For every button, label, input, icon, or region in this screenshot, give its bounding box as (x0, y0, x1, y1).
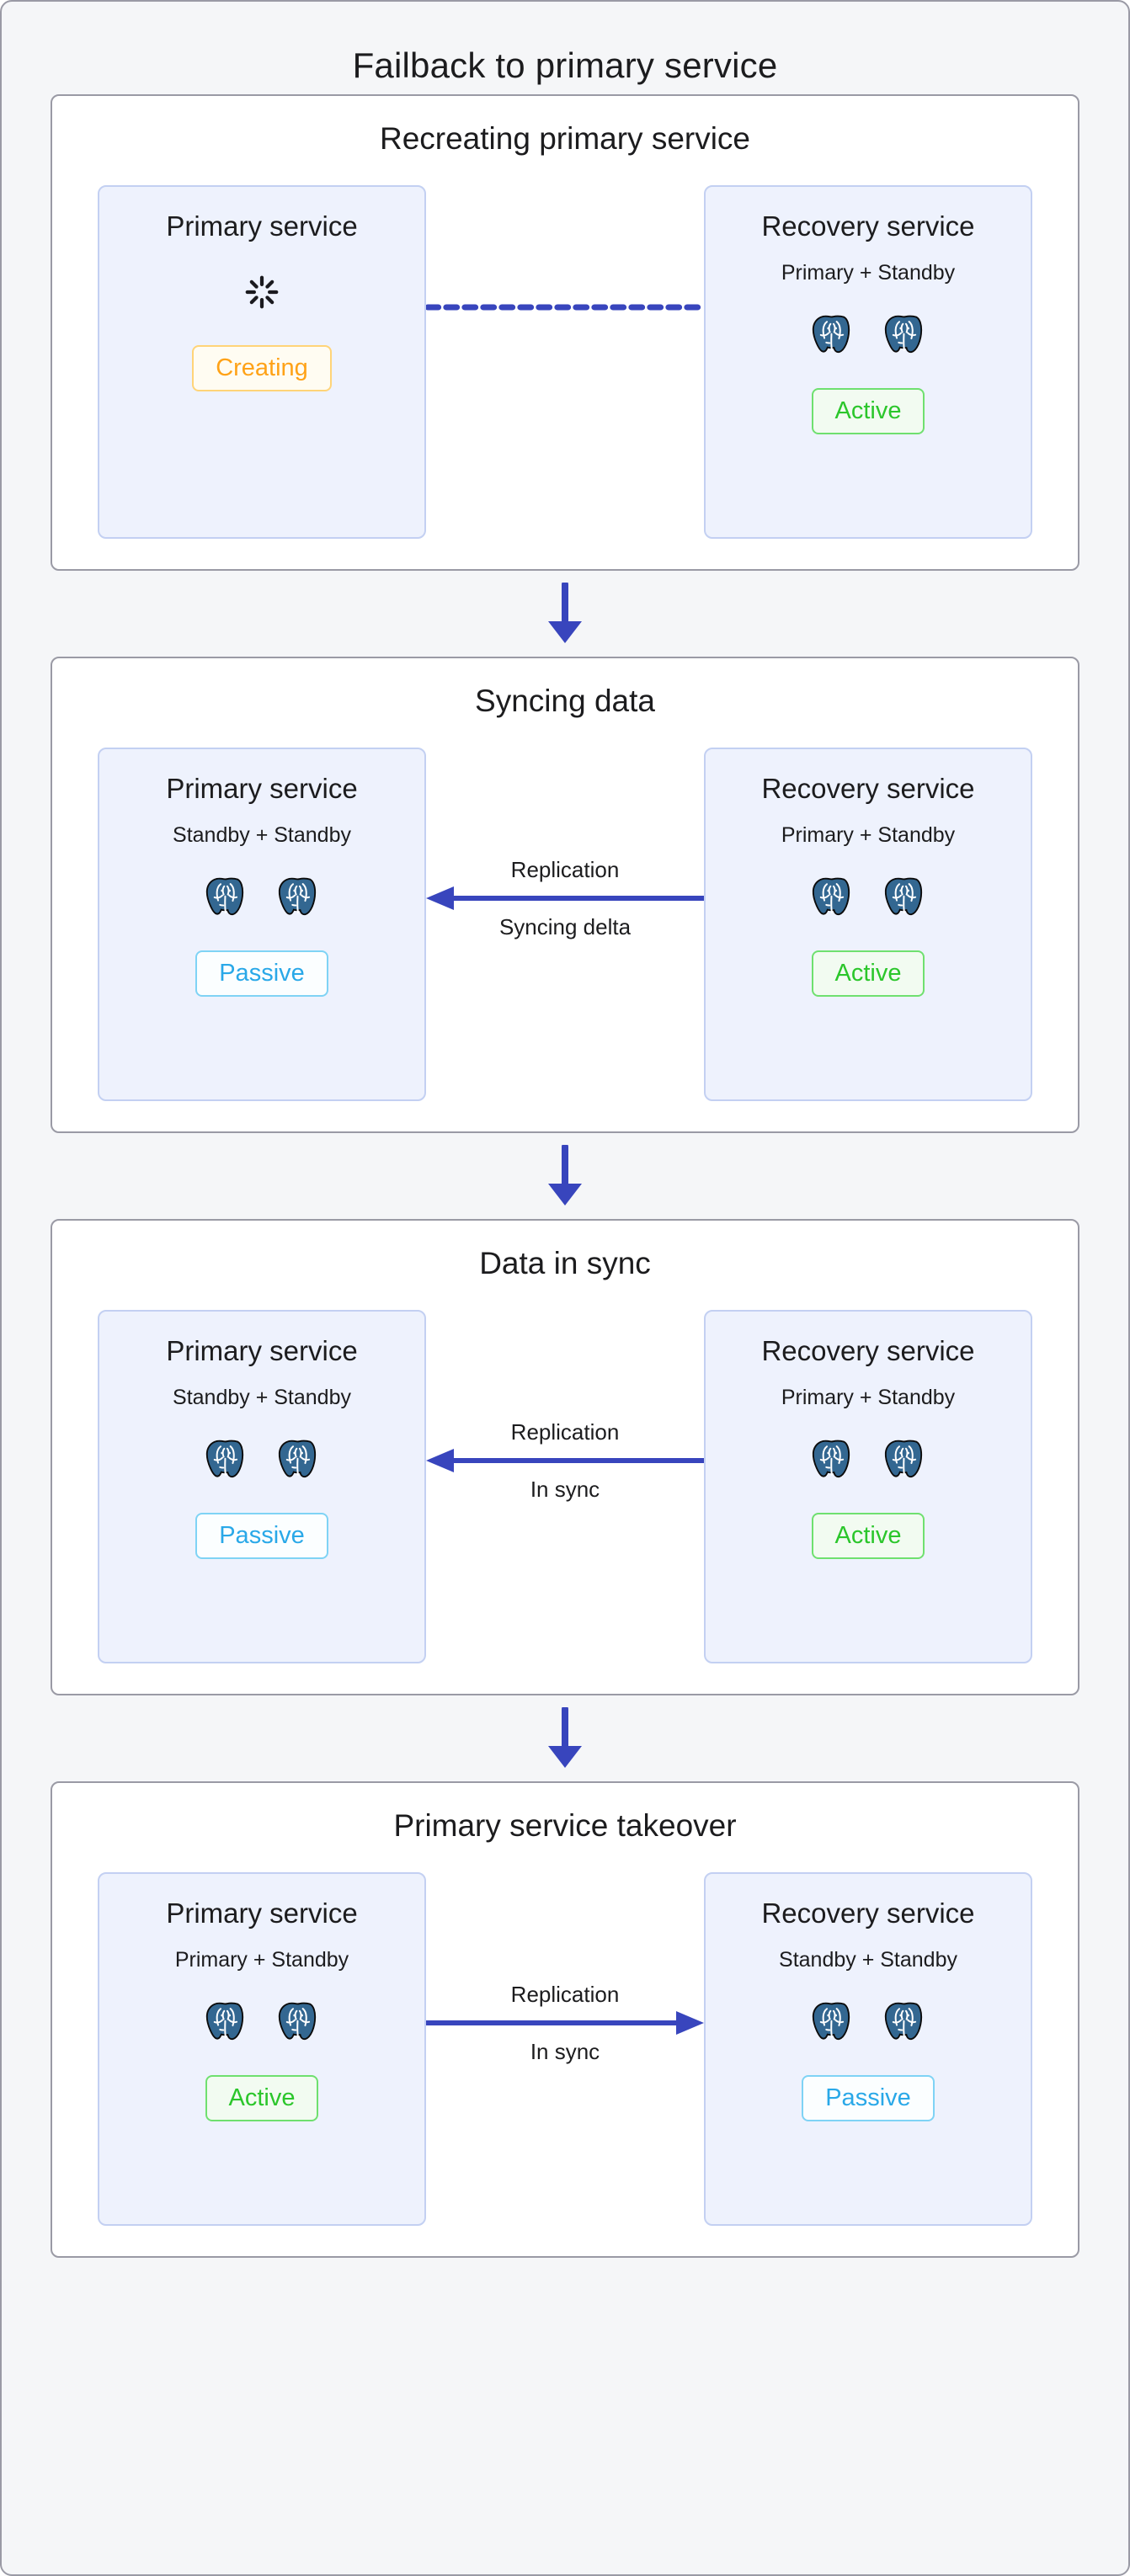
status-badge: Passive (195, 950, 328, 998)
service-roles: Standby + Standby (779, 1948, 957, 1972)
service-name: Recovery service (761, 1335, 975, 1366)
node-row (808, 873, 929, 922)
stage-syncing-data: Syncing data Primary service Standby + S… (51, 657, 1079, 1133)
status-badge: Creating (192, 345, 332, 392)
replication-arrow-left-icon (426, 1446, 704, 1475)
connector: Replication Syncing delta (426, 748, 704, 1101)
postgresql-elephant-icon (201, 1998, 250, 2046)
service-card-right: Recovery service Primary + Standby (704, 185, 1032, 539)
status-badge: Passive (195, 1513, 328, 1560)
stage-title: Recreating primary service (379, 121, 751, 156)
postgresql-elephant-icon (880, 1435, 929, 1484)
connector: Replication In sync (426, 1310, 704, 1663)
postgresql-elephant-icon (880, 311, 929, 359)
postgresql-elephant-icon (201, 1435, 250, 1484)
connector: Replication In sync (426, 1872, 704, 2226)
connector-label-top: Replication (510, 1419, 620, 1445)
node-row (201, 1435, 322, 1484)
service-card-left: Primary service Standby + Standby (98, 1310, 426, 1663)
service-name: Primary service (166, 1335, 358, 1366)
replication-arrow-right-icon (426, 2009, 704, 2037)
loading-spinner-icon (243, 268, 281, 317)
postgresql-elephant-icon (808, 1435, 856, 1484)
service-roles: Primary + Standby (174, 1948, 349, 1972)
postgresql-elephant-icon (880, 873, 929, 922)
stage-primary-service-takeover: Primary service takeover Primary service… (51, 1781, 1079, 2258)
postgresql-elephant-icon (808, 873, 856, 922)
service-name: Recovery service (761, 210, 975, 242)
node-row (808, 1998, 929, 2046)
connector-label-bottom: In sync (530, 1477, 600, 1502)
status-badge: Active (811, 388, 925, 435)
diagram-title: Failback to primary service (352, 45, 778, 85)
replication-arrow-left-icon (426, 884, 704, 913)
node-row (808, 1435, 929, 1484)
status-badge: Active (811, 1513, 925, 1560)
stage-recreating-primary-service: Recreating primary service Primary servi… (51, 94, 1079, 571)
stage-list: Recreating primary service Primary servi… (2, 94, 1128, 2258)
stage-data-in-sync: Data in sync Primary service Standby + S… (51, 1219, 1079, 1695)
stage-title: Syncing data (475, 684, 655, 718)
arrow-down-icon (541, 583, 589, 645)
service-name: Primary service (166, 210, 358, 242)
connector-label-bottom: In sync (530, 2039, 600, 2064)
node-row (808, 311, 929, 359)
service-card-right: Recovery service Primary + Standby (704, 1310, 1032, 1663)
service-roles: Primary + Standby (781, 1386, 956, 1409)
service-name: Recovery service (761, 1897, 975, 1929)
service-roles: Standby + Standby (173, 1386, 351, 1409)
service-card-left: Primary service Standby + Standby (98, 748, 426, 1101)
service-card-left: Primary service Creating (98, 185, 426, 539)
stage-title: Primary service takeover (393, 1808, 737, 1843)
stage-title: Data in sync (479, 1246, 651, 1280)
status-badge: Passive (802, 2075, 935, 2122)
connector-label-top: Replication (510, 1982, 620, 2007)
service-name: Primary service (166, 1897, 358, 1929)
service-roles: Primary + Standby (781, 261, 956, 285)
service-card-right: Recovery service Standby + Standby (704, 1872, 1032, 2226)
dashed-link-icon (426, 293, 704, 322)
postgresql-elephant-icon (808, 1998, 856, 2046)
arrow-down-icon (541, 1145, 589, 1207)
postgresql-elephant-icon (274, 1998, 322, 2046)
postgresql-elephant-icon (274, 1435, 322, 1484)
postgresql-elephant-icon (274, 873, 322, 922)
connector (426, 185, 704, 539)
connector-label-top: Replication (510, 857, 620, 882)
service-roles: Primary + Standby (781, 823, 956, 847)
postgresql-elephant-icon (880, 1998, 929, 2046)
node-row (201, 1998, 322, 2046)
connector-label-bottom: Syncing delta (498, 914, 632, 939)
service-name: Primary service (166, 773, 358, 804)
service-card-left: Primary service Primary + Standby (98, 1872, 426, 2226)
service-roles: Standby + Standby (173, 823, 351, 847)
node-row (201, 873, 322, 922)
postgresql-elephant-icon (808, 311, 856, 359)
service-name: Recovery service (761, 773, 975, 804)
status-badge: Active (811, 950, 925, 998)
status-badge: Active (205, 2075, 319, 2122)
service-card-right: Recovery service Primary + Standby (704, 748, 1032, 1101)
arrow-down-icon (541, 1707, 589, 1770)
postgresql-elephant-icon (201, 873, 250, 922)
